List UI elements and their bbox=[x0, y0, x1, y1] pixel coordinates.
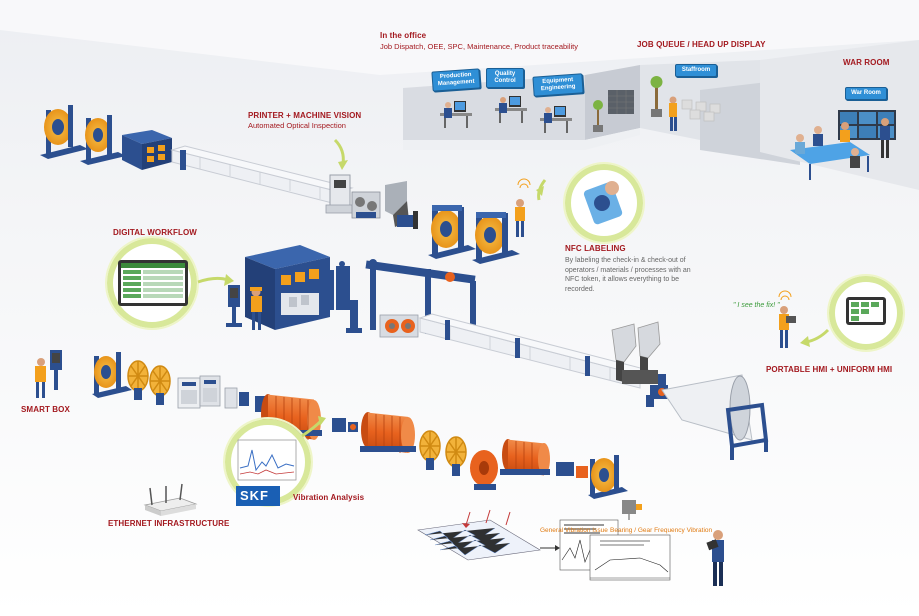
sign-war-room: War Room bbox=[845, 87, 887, 100]
bearing-vibration-label: Bearing / Gear Frequency Vibration bbox=[610, 527, 713, 534]
nfc-line: operators / materials / processes with a… bbox=[565, 266, 691, 274]
top-production-line bbox=[40, 105, 531, 264]
nfc-line: NFC token, it allows everything to be bbox=[565, 276, 679, 283]
office-desks bbox=[440, 76, 890, 180]
skf-logo-text: SKF bbox=[240, 488, 269, 503]
hmi-quote: " I see the fix! " bbox=[733, 302, 780, 309]
skf-logo bbox=[236, 486, 280, 506]
sign-text: Staffroom bbox=[681, 67, 711, 73]
sign-quality-control: Quality Control bbox=[486, 68, 524, 88]
sign-text: War Room bbox=[851, 90, 881, 96]
nfc-title: NFC LABELING bbox=[565, 244, 626, 253]
printer-arrow bbox=[333, 138, 348, 170]
sign-text: Quality Control bbox=[494, 71, 516, 84]
general-vibration-label: General Vibration Issue bbox=[540, 527, 608, 534]
bottom-production-line bbox=[92, 352, 769, 499]
job-queue-title: JOB QUEUE / HEAD UP DISPLAY bbox=[637, 40, 766, 49]
sign-text: Equipment Engineering bbox=[540, 76, 576, 93]
vibration-title: Vibration Analysis bbox=[293, 493, 365, 502]
nfc-bubble bbox=[536, 162, 645, 244]
middle-production-line bbox=[226, 245, 668, 407]
vibration-charts bbox=[417, 500, 724, 586]
sign-production-management: Production Management bbox=[431, 68, 481, 92]
digital-workflow-bubble bbox=[105, 236, 234, 330]
sign-equipment-engineering: Equipment Engineering bbox=[532, 73, 584, 97]
printer-title: PRINTER + MACHINE VISION bbox=[248, 111, 362, 120]
ethernet-title: ETHERNET INFRASTRUCTURE bbox=[108, 519, 230, 528]
nfc-description: By labeling the check-in & check-out of … bbox=[565, 256, 691, 294]
smart-box bbox=[35, 350, 62, 398]
portable-hmi-bubble bbox=[778, 274, 905, 352]
ethernet-router bbox=[143, 483, 198, 516]
digital-workflow-title: DIGITAL WORKFLOW bbox=[113, 228, 197, 237]
nfc-line: recorded. bbox=[565, 285, 595, 293]
portable-hmi-title: PORTABLE HMI + UNIFORM HMI bbox=[766, 365, 893, 374]
smart-box-title: SMART BOX bbox=[21, 405, 70, 414]
printer-subtitle: Automated Optical Inspection bbox=[248, 121, 346, 130]
office-subtitle: Job Dispatch, OEE, SPC, Maintenance, Pro… bbox=[380, 42, 579, 51]
office-title: In the office bbox=[380, 31, 427, 40]
nfc-line: By labeling the check-in & check-out of bbox=[565, 257, 686, 264]
war-room-title: WAR ROOM bbox=[843, 58, 890, 67]
sign-text: Production Management bbox=[437, 71, 475, 88]
sign-staffroom: Staffroom bbox=[675, 64, 717, 77]
